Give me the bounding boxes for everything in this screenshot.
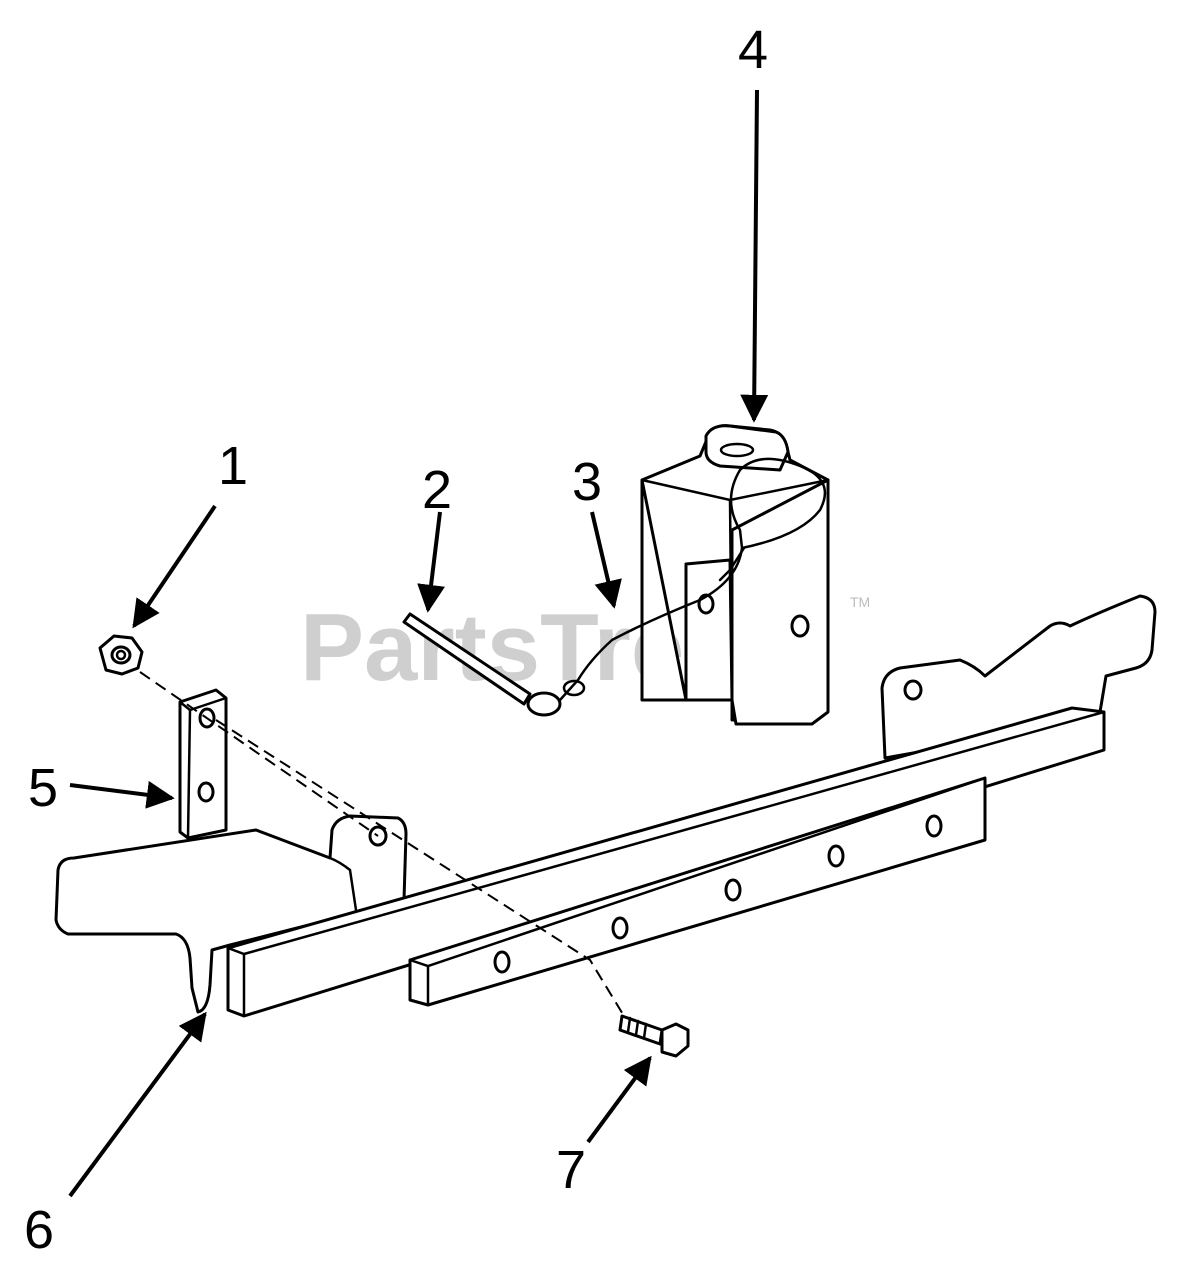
callout-2: 2: [422, 460, 452, 520]
callout-6: 6: [24, 1200, 54, 1260]
callout-numbers: 1 2 3 4 5 6 7: [24, 20, 768, 1260]
callout-7: 7: [556, 1140, 586, 1200]
spacer-plate-part-5: [178, 688, 228, 840]
hitch-block-part-4: [640, 424, 830, 726]
hitch-pin-part-2: [402, 612, 586, 717]
watermark-trademark: TM: [850, 594, 870, 610]
lanyard-clip: [718, 546, 746, 582]
mounting-holes: [493, 814, 943, 974]
callout-3: 3: [572, 452, 602, 512]
hitch-bracket-part-6: [54, 594, 1157, 1018]
callout-5: 5: [28, 758, 58, 818]
lanyard-cable-part-3: [558, 457, 827, 702]
callout-4: 4: [738, 20, 768, 80]
bolt-part-7: [618, 1014, 690, 1058]
callout-leaders: [68, 89, 769, 1198]
callout-1: 1: [218, 436, 248, 496]
lock-nut-part-1: [98, 634, 144, 676]
assembly-line-bolt: [139, 671, 625, 1017]
